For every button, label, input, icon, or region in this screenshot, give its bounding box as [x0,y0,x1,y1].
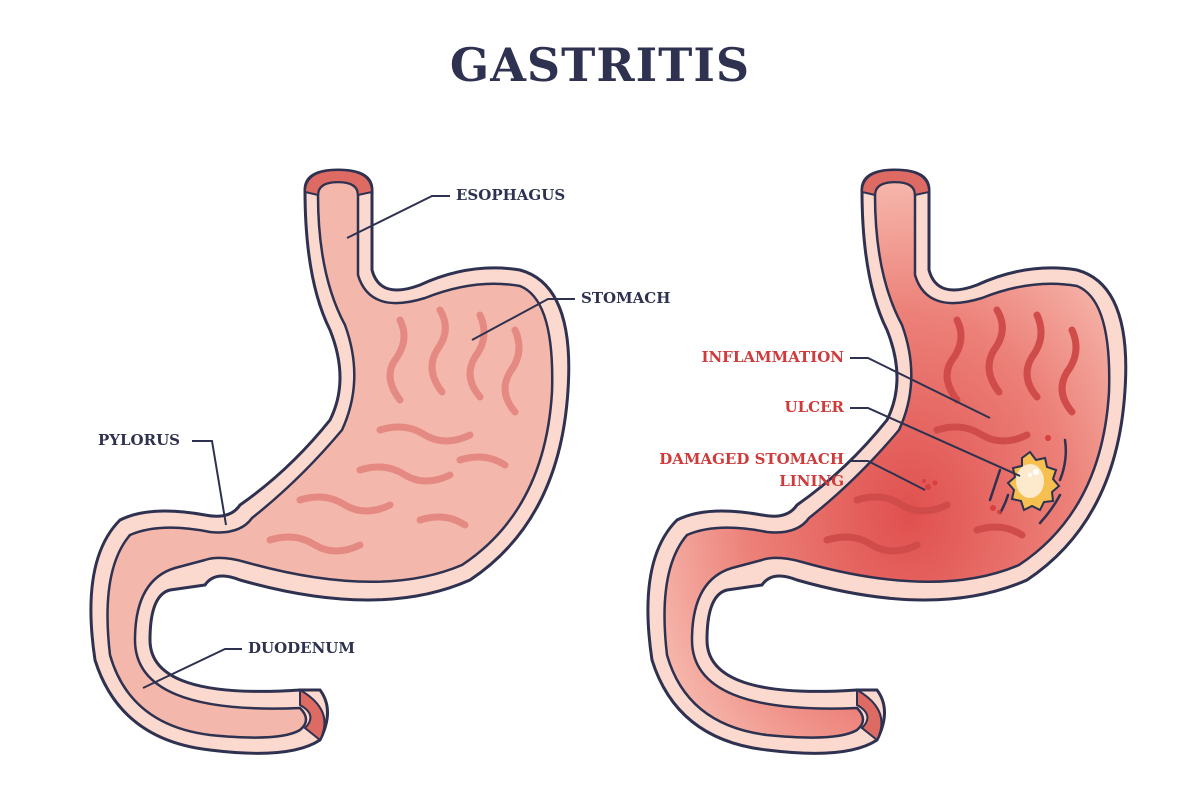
page-title: GASTRITIS [449,38,751,92]
gastritis-stomach-illustration [646,168,1128,755]
damaged-lining-spots [922,435,1051,514]
label-pylorus: PYLORUS [98,431,180,449]
leader-lines [142,195,1021,689]
ulcer-illustration [988,438,1068,525]
label-inflammation: INFLAMMATION [701,348,844,366]
label-ulcer: ULCER [784,398,844,416]
healthy-stomach-illustration [89,168,571,755]
label-damaged-lining-line2: LINING [779,472,844,490]
label-stomach: STOMACH [581,289,671,307]
label-duodenum: DUODENUM [248,639,355,657]
label-damaged-lining: DAMAGED STOMACH [659,450,844,468]
label-esophagus: ESOPHAGUS [456,186,566,204]
